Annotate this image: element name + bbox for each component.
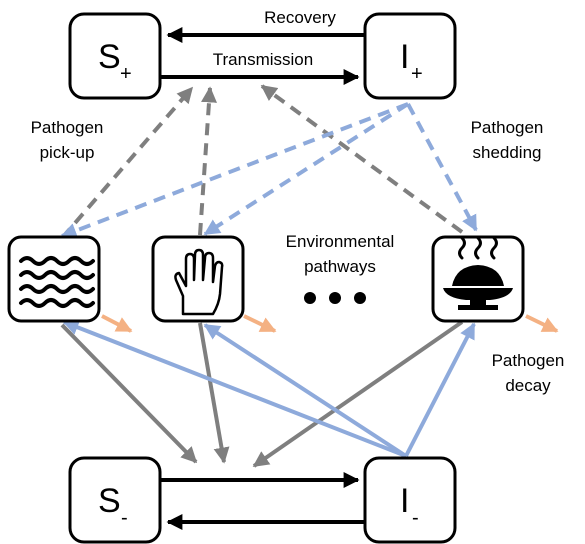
environmental-label-line2: pathways bbox=[304, 257, 376, 276]
recovery-label: Recovery bbox=[264, 8, 336, 27]
shedding-arrows-minus bbox=[62, 319, 476, 458]
pickup-arrow-food bbox=[260, 84, 464, 234]
node-i-minus-letter: I bbox=[400, 482, 409, 520]
pickup-arrow-hand bbox=[198, 86, 218, 236]
decay-arrow-food bbox=[525, 314, 559, 333]
decay-label-line1: Pathogen bbox=[492, 351, 565, 370]
shedding-arrows bbox=[60, 102, 478, 239]
pickup-arrows bbox=[60, 84, 464, 240]
node-s-minus-letter: S bbox=[98, 482, 121, 520]
decay-arrow-hand bbox=[243, 314, 277, 333]
environmental-label-line1: Environmental bbox=[286, 232, 395, 251]
node-s-minus-sub: - bbox=[121, 507, 128, 529]
shedding-label-line2: shedding bbox=[472, 143, 541, 162]
transmission-label: Transmission bbox=[213, 50, 313, 69]
decay-arrow-water bbox=[101, 314, 133, 333]
state-arrows bbox=[160, 27, 368, 530]
pickup-arrow-water-minus bbox=[60, 323, 198, 464]
node-s-plus-sub: + bbox=[120, 63, 132, 85]
node-s-plus: S + bbox=[68, 12, 162, 100]
env-food bbox=[431, 235, 525, 323]
node-i-plus-letter: I bbox=[400, 38, 409, 76]
decay-label-line2: decay bbox=[505, 376, 551, 395]
pickup-label-line1: Pathogen bbox=[31, 118, 104, 137]
food-plate-icon bbox=[443, 236, 513, 310]
pickup-arrows-minus bbox=[60, 320, 464, 468]
pickup-arrow-food-minus bbox=[252, 320, 464, 468]
env-water bbox=[7, 235, 101, 323]
node-i-minus-sub: - bbox=[412, 507, 419, 529]
pickup-arrow-hand-minus bbox=[198, 322, 230, 464]
water-waves-icon bbox=[19, 256, 95, 308]
shedding-arrow-water-minus bbox=[62, 319, 407, 458]
pickup-label-line2: pick-up bbox=[40, 143, 95, 162]
decay-arrows bbox=[101, 314, 559, 333]
node-i-minus: I - bbox=[363, 456, 457, 544]
shedding-arrow-water bbox=[60, 102, 409, 239]
node-s-minus: S - bbox=[68, 456, 162, 544]
pickup-arrow-water bbox=[60, 86, 194, 240]
node-i-plus-sub: + bbox=[411, 63, 423, 85]
shedding-label-line1: Pathogen bbox=[471, 118, 544, 137]
hand-icon bbox=[174, 248, 224, 316]
shedding-arrow-food bbox=[406, 103, 478, 232]
shedding-arrow-food-minus bbox=[404, 322, 476, 457]
node-i-plus: I + bbox=[363, 12, 457, 100]
shedding-arrow-hand bbox=[203, 102, 410, 236]
node-s-plus-letter: S bbox=[98, 38, 121, 76]
env-hand bbox=[151, 235, 245, 323]
ellipsis-dots bbox=[304, 292, 366, 304]
shedding-arrow-hand-minus bbox=[203, 323, 408, 458]
